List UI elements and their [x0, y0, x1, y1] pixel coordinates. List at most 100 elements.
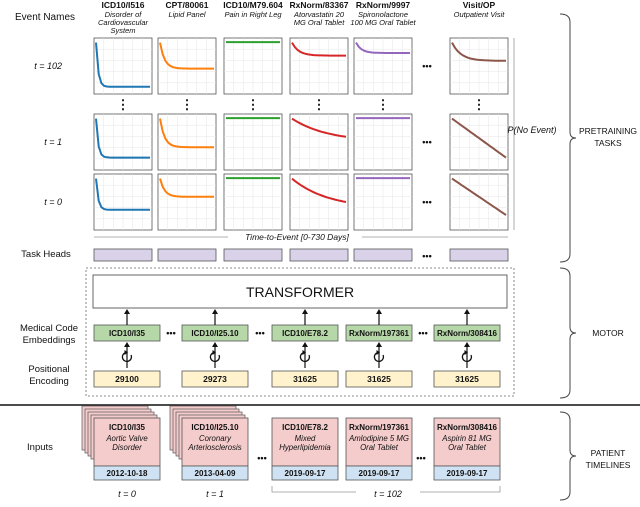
survival-chart [449, 173, 509, 231]
refresh-icon [299, 350, 311, 363]
row-time-label: t = 0 [44, 197, 62, 207]
position-value: 29100 [115, 374, 139, 384]
time-to-event-label: Time-to-Event [0-730 Days] [245, 232, 349, 242]
pretraining-label: PRETRAINING [579, 126, 637, 136]
embedding-to-transformer-arrow [212, 309, 218, 325]
input-code: RxNorm/308416 [437, 423, 498, 432]
survival-chart [449, 37, 509, 95]
position-value: 31625 [455, 374, 479, 384]
event-code: RxNorm/83367 [289, 0, 348, 10]
survival-chart [353, 173, 413, 231]
survival-curve [159, 42, 214, 70]
event-description: Lipid Panel [168, 10, 205, 19]
input-description: Oral Tablet [448, 443, 487, 452]
refresh-icon [461, 350, 473, 363]
position-box [181, 370, 249, 388]
motor-bracket [559, 267, 577, 399]
timelines-label: TIMELINES [586, 460, 631, 470]
survival-curve [451, 177, 507, 216]
input-description: Coronary [199, 434, 232, 443]
survival-curve [159, 178, 214, 198]
tasks-label: TASKS [594, 138, 622, 148]
survival-curve [355, 42, 410, 54]
input-description: Aspirin 81 MG [441, 434, 491, 443]
event-description: Disorder of [105, 10, 143, 19]
input-date: 2019-09-17 [359, 469, 400, 478]
event-code: RxNorm/9997 [356, 0, 411, 10]
row-ellipsis: ⋮ [181, 97, 194, 112]
survival-chart [157, 173, 217, 231]
survival-chart [93, 113, 153, 171]
embedding-ellipsis: ••• [255, 328, 264, 338]
embedding-code: RxNorm/308416 [437, 329, 498, 338]
input-description: Mixed [295, 434, 316, 443]
survival-chart [223, 173, 283, 231]
event-code: CPT/80061 [166, 0, 209, 10]
position-to-embedding-arrow [376, 342, 382, 368]
embedding-code: ICD10/E78.2 [282, 329, 328, 338]
column-ellipsis: ••• [422, 197, 431, 207]
survival-chart [157, 37, 217, 95]
event-code: ICD10/I516 [102, 0, 145, 10]
event-description: Cardiovascular [98, 18, 149, 27]
row-ellipsis: ⋮ [313, 97, 326, 112]
input-code: ICD10/E78.2 [282, 423, 328, 432]
survival-chart [289, 173, 349, 231]
position-to-embedding-arrow [124, 342, 130, 368]
refresh-icon [121, 350, 133, 363]
embedding-ellipsis: ••• [418, 328, 427, 338]
refresh-icon [209, 350, 221, 363]
motor-region [85, 267, 515, 397]
input-card [81, 405, 161, 481]
event-description: Pain in Right Leg [224, 10, 282, 19]
input-description: Disorder [112, 443, 142, 452]
patient-timelines-bracket [559, 411, 577, 501]
embedding-code: ICD10/I25.10 [191, 329, 239, 338]
position-box [271, 370, 339, 388]
survival-curve [451, 42, 507, 62]
input-card [345, 417, 413, 481]
survival-chart [93, 173, 153, 231]
input-date: 2013-04-09 [195, 469, 236, 478]
input-code: ICD10/I35 [109, 423, 146, 432]
event-code: ICD10/M79.604 [223, 0, 283, 10]
input-time-label: t = 0 [118, 489, 136, 499]
pretraining-bracket [559, 13, 577, 263]
embedding-code: ICD10/I35 [109, 329, 146, 338]
transformer-label: TRANSFORMER [246, 284, 354, 300]
position-value: 31625 [367, 374, 391, 384]
task-head [449, 248, 509, 262]
embedding-to-transformer-arrow [376, 309, 382, 325]
p-no-event-label: P(No Event) [507, 125, 556, 135]
position-box [433, 370, 501, 388]
positional-label: Positional [28, 364, 69, 375]
task-head-ellipsis: ••• [422, 251, 431, 261]
column-ellipsis: ••• [422, 137, 431, 147]
survival-chart [353, 37, 413, 95]
embedding-to-transformer-arrow [124, 309, 130, 325]
input-card [433, 417, 501, 481]
task-heads-label: Task Heads [21, 249, 71, 260]
time-102-bracket [271, 486, 501, 493]
event-description: Spironolactone [358, 10, 408, 19]
input-description: Amlodipine 5 MG [348, 434, 409, 443]
position-value: 31625 [293, 374, 317, 384]
embedding-to-transformer-arrow [464, 309, 470, 325]
input-description: Arteriosclerosis [187, 443, 241, 452]
medical-code-label: Medical Code [20, 323, 78, 334]
task-head [353, 248, 413, 262]
survival-curve [451, 117, 507, 159]
input-code: RxNorm/197361 [349, 423, 410, 432]
survival-curve [291, 117, 347, 138]
row-ellipsis: ⋮ [247, 97, 260, 112]
survival-curve [291, 177, 347, 203]
row-ellipsis: ⋮ [473, 97, 486, 112]
survival-curve [95, 178, 150, 211]
encoding-label: Encoding [29, 376, 69, 387]
task-head [289, 248, 349, 262]
embedding-ellipsis: ••• [166, 328, 175, 338]
input-ellipsis: ••• [257, 453, 266, 463]
input-description: Hyperlipidemia [279, 443, 331, 452]
row-time-label: t = 102 [34, 61, 62, 71]
